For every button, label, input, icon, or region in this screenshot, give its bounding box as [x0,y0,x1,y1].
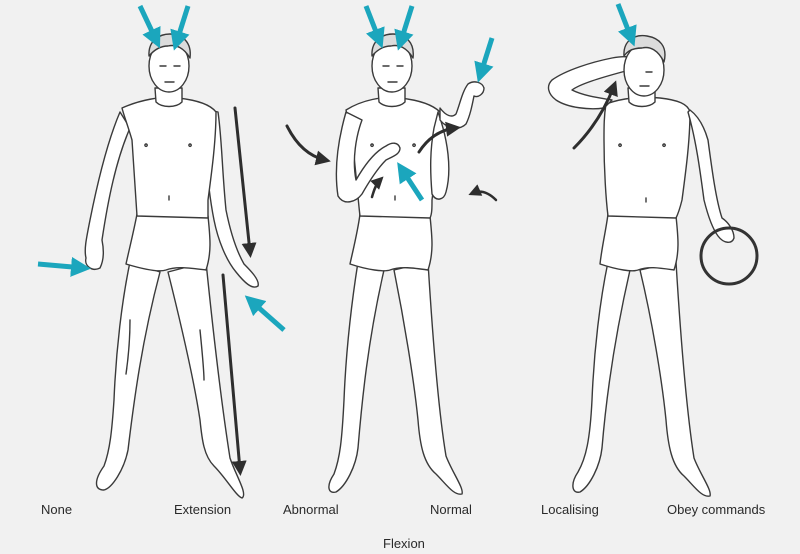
normal-side-arrow-icon [468,184,498,202]
label-abnormal: Abnormal [283,502,339,517]
label-extension: Extension [174,502,232,517]
extension-arm-arrow-icon [233,106,257,258]
stimulus-arrow-icon [474,37,495,83]
stimulus-arrow-icon [397,162,425,202]
figure-localising-obey [547,34,735,497]
stimulus-arrow-icon [615,3,637,47]
abnormal-up-arrow-icon [370,176,384,199]
figure-none-extension [84,33,259,499]
stimulus-arrow-icon [244,295,286,332]
stimulus-arrow-icon [37,256,91,277]
stimulus-arrows [37,3,637,332]
label-flexion: Flexion [383,536,425,551]
label-normal: Normal [430,502,472,517]
label-none: None [41,502,73,517]
stimulus-arrow-icon [394,5,415,51]
abnormal-curve-arrow-icon [285,124,331,166]
label-localising: Localising [541,502,599,517]
stimulus-arrow-icon [137,4,161,49]
fist-circle-icon [699,226,759,286]
extension-leg-arrow-icon [221,273,247,476]
movement-arrows [221,80,618,476]
stimulus-arrow-icon [170,5,191,51]
stimulus-arrow-icon [363,5,385,49]
normal-flex-arrow-icon [417,121,461,154]
label-obey-commands: Obey commands [667,502,766,517]
localising-arc-arrow-icon [572,80,618,150]
figure-abnormal-normal [328,33,485,495]
